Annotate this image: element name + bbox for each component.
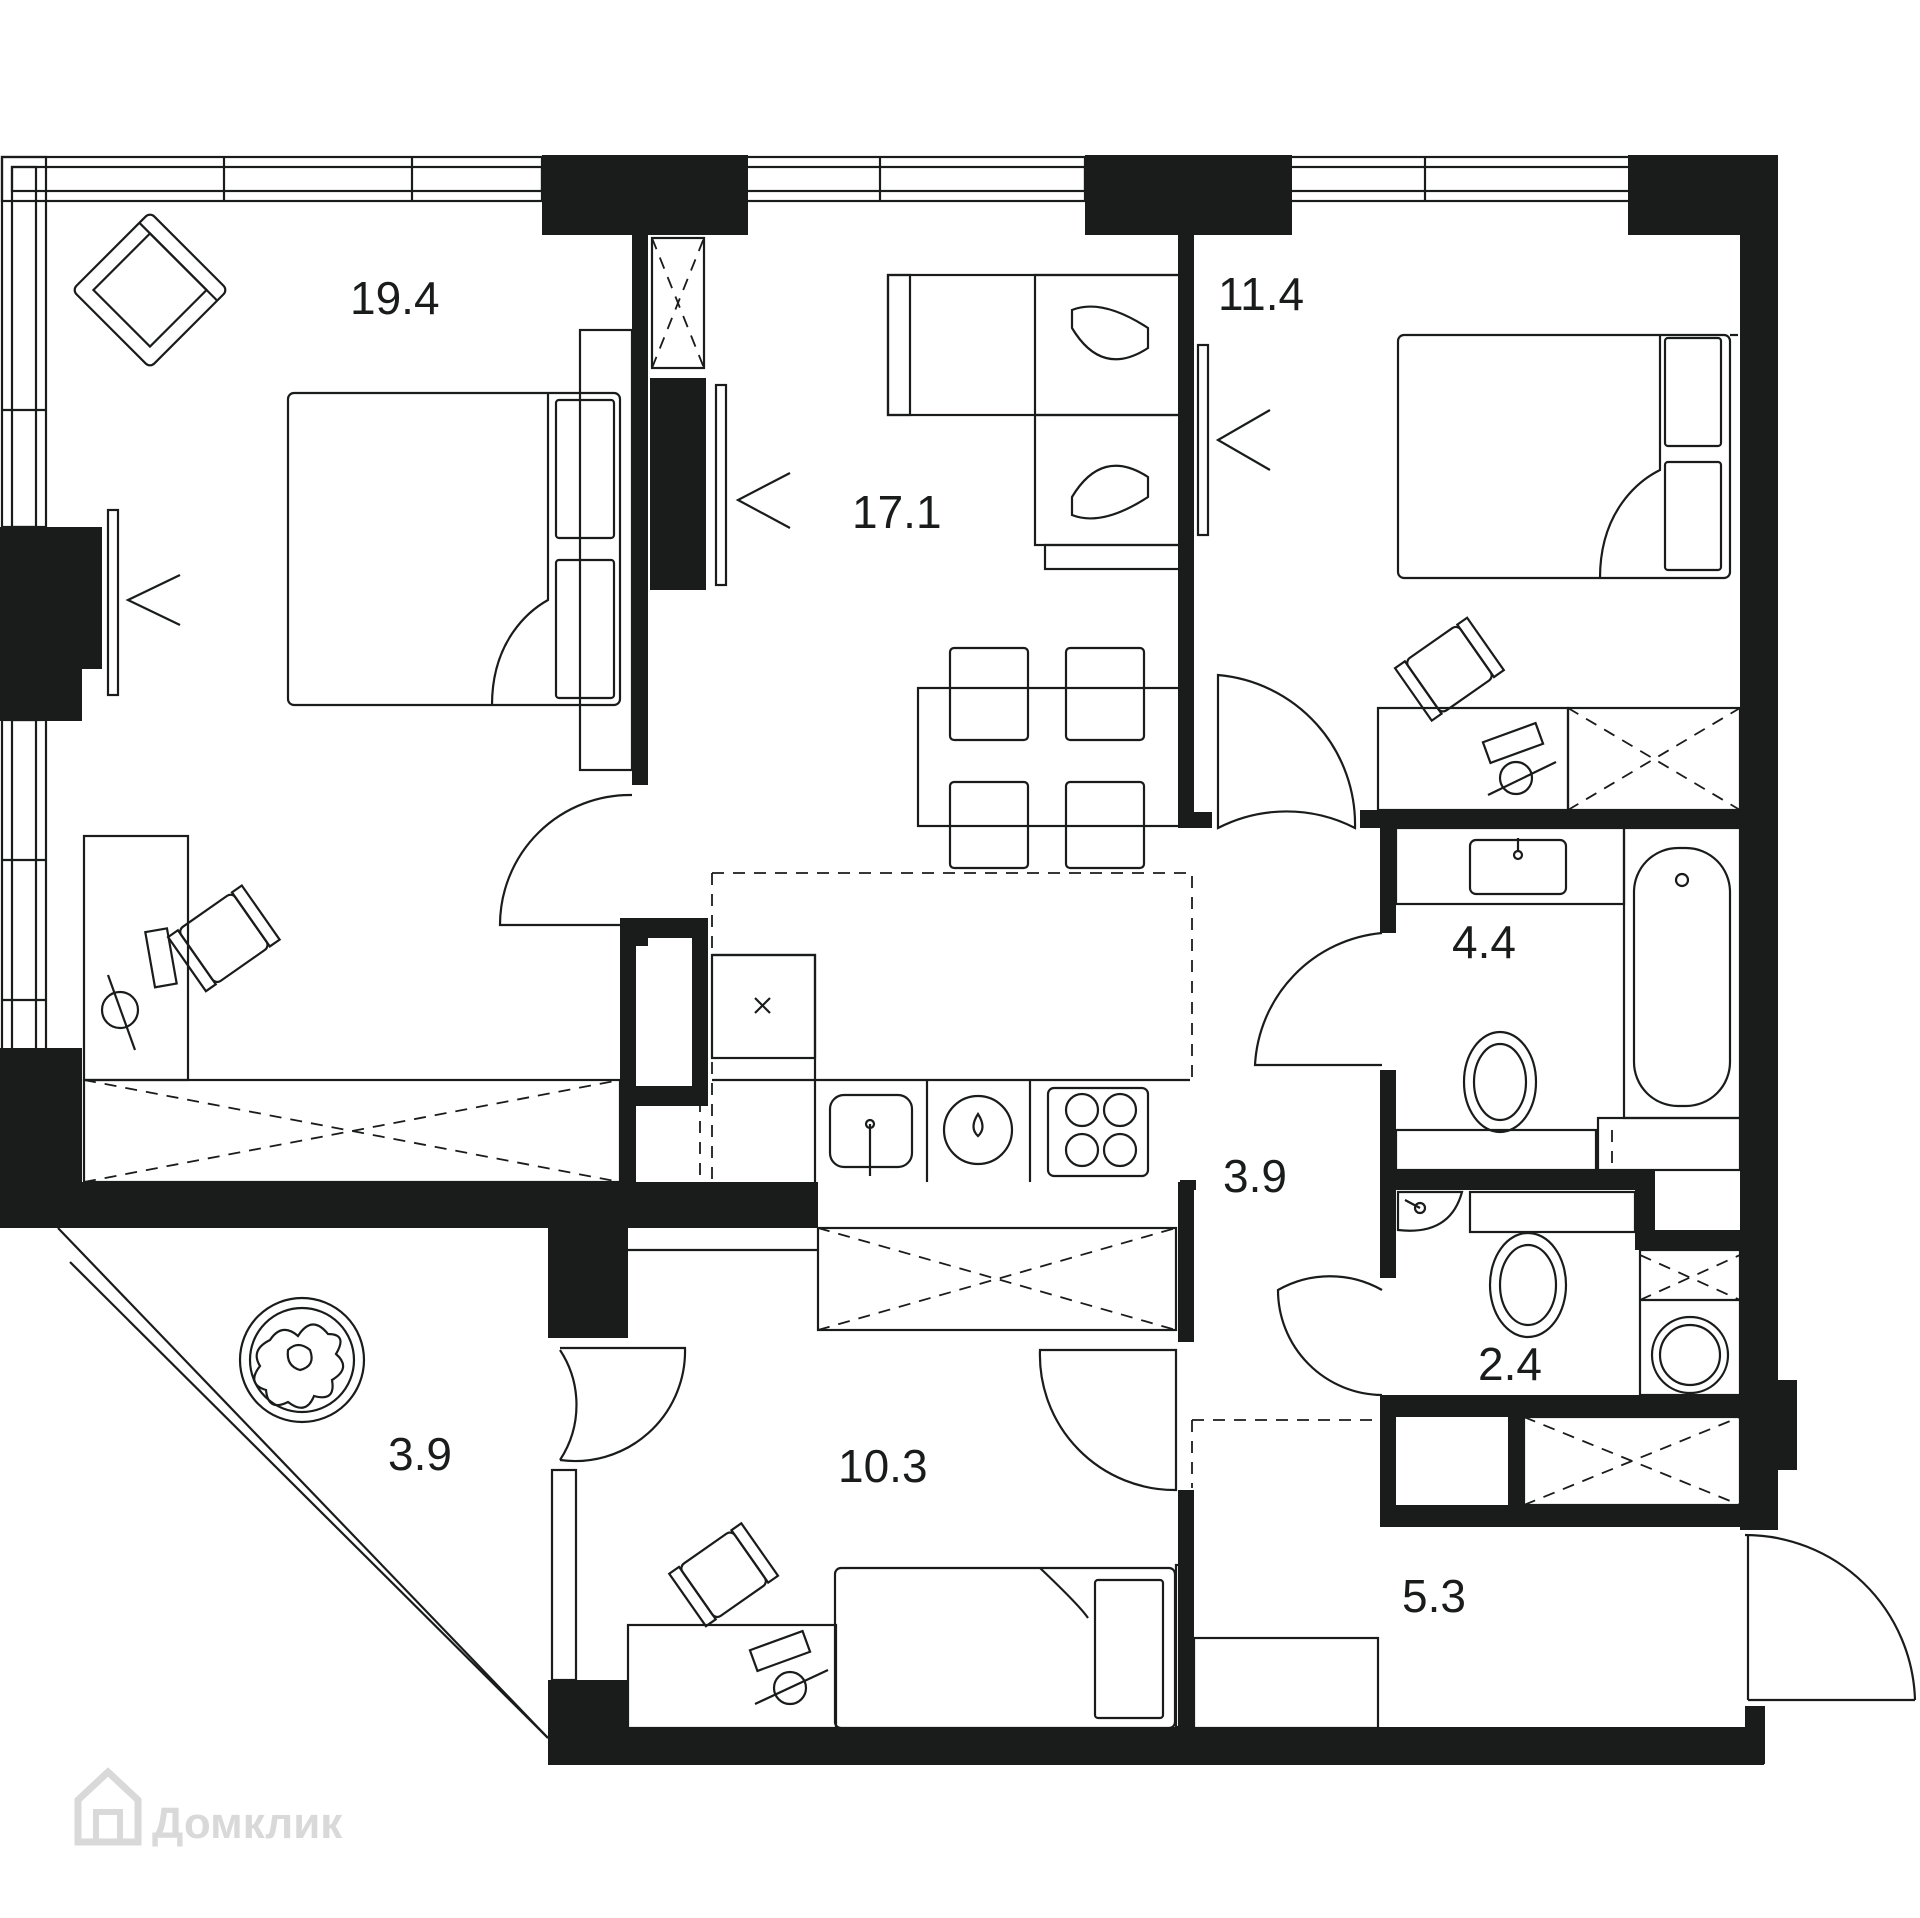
- kitchen-counter: [699, 953, 1190, 1182]
- toilet-icon: [1468, 1190, 1637, 1339]
- washing-machine-icon: [1638, 1248, 1742, 1397]
- radiator-icon: [714, 383, 791, 587]
- desk-icon: [626, 1623, 838, 1730]
- office-chair-icon: [667, 1521, 780, 1628]
- area-label-bathroom: 4.4: [1452, 916, 1516, 968]
- bedroom-master-furniture: [73, 213, 634, 1184]
- cooktop-icon: [1046, 1086, 1150, 1178]
- hallway-fixtures: [1192, 1533, 1917, 1730]
- bedroom-small-furniture: [626, 1348, 1188, 1730]
- office-chair-icon: [1393, 616, 1506, 723]
- dining-table-icon: [916, 646, 1182, 870]
- corner-sink-icon: [1396, 1190, 1464, 1232]
- area-label-bedroom-small: 10.3: [838, 1440, 928, 1492]
- area-label-hallway: 5.3: [1402, 1570, 1466, 1622]
- wardrobe-icon: [1566, 706, 1742, 812]
- bathroom-fixtures: [1253, 826, 1742, 1507]
- washbasin-icon: [1468, 838, 1568, 896]
- dishwasher-icon: [942, 1094, 1014, 1166]
- ventilation-shaft: [650, 236, 706, 370]
- toilet-icon: [1394, 1030, 1598, 1172]
- double-bed-icon: [286, 391, 622, 707]
- room-labels: 19.4 17.1 11.4 4.4 3.9 2.4 3.9 10.3 5.3: [350, 268, 1542, 1622]
- radiator-icon: [106, 508, 181, 697]
- sofa-icon: [886, 273, 1182, 571]
- fridge-icon: [628, 1226, 1178, 1332]
- house-logo-icon: [74, 1767, 142, 1846]
- radiator-icon: [1196, 343, 1271, 537]
- area-label-balcony: 3.9: [388, 1428, 452, 1480]
- watermark-text: Домклик: [152, 1799, 343, 1848]
- area-label-corridor: 3.9: [1223, 1150, 1287, 1202]
- area-label-bedroom-right: 11.4: [1218, 268, 1304, 320]
- bathtub-icon: [1622, 826, 1742, 1120]
- armchair-icon: [73, 213, 227, 367]
- living-kitchen-furniture: [628, 236, 1190, 1332]
- desk-icon: [1376, 706, 1570, 812]
- watermark: Домклик: [74, 1767, 343, 1848]
- area-label-bedroom-master: 19.4: [350, 272, 440, 324]
- area-label-wc: 2.4: [1478, 1338, 1542, 1390]
- storage-closet: [1522, 1415, 1742, 1507]
- office-chair-icon: [166, 883, 282, 993]
- entrance-door-icon: [1744, 1533, 1917, 1702]
- desk-icon: [82, 834, 190, 1082]
- walls: [0, 155, 1797, 1765]
- single-bed-icon: [833, 1566, 1177, 1730]
- wardrobe-icon: [82, 1078, 622, 1184]
- plant-icon: [238, 1296, 366, 1424]
- balcony: [57, 1227, 687, 1739]
- area-label-living-kitchen: 17.1: [852, 486, 942, 538]
- bedroom-right-furniture: [1196, 333, 1742, 830]
- sink-icon: [828, 1093, 914, 1176]
- double-bed-icon: [1396, 333, 1738, 580]
